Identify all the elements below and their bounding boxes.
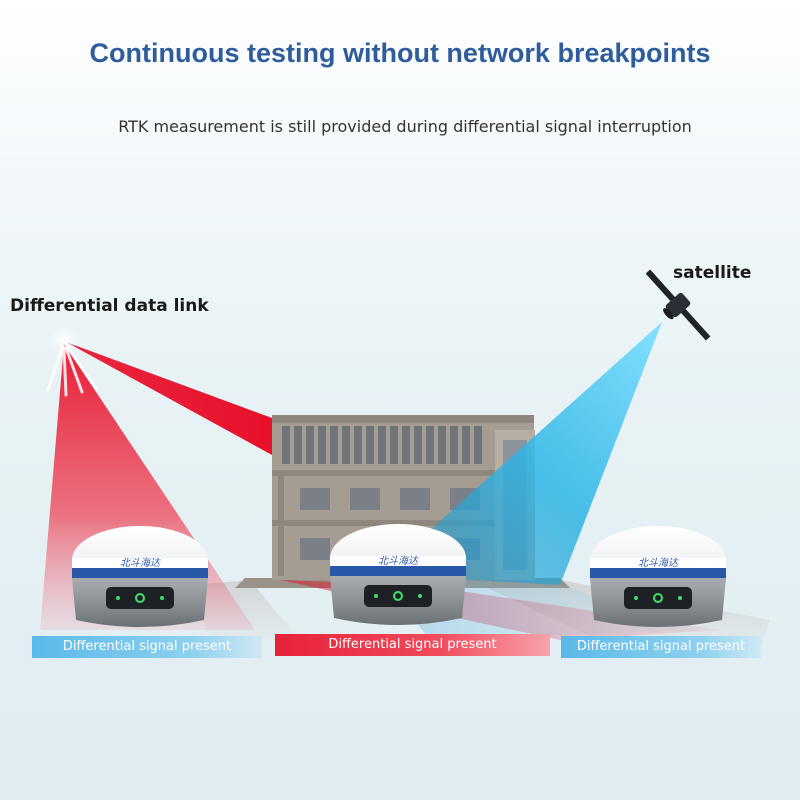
receiver-brand-logo: 北斗海达 <box>378 555 420 567</box>
page-subtitle: RTK measurement is still provided during… <box>118 117 692 136</box>
receiver-brand-logo: 北斗海达 <box>638 557 680 569</box>
gnss-receiver <box>330 524 466 625</box>
page-title: Continuous testing without network break… <box>89 38 711 68</box>
satellite-signal-beam <box>380 322 662 585</box>
satellite-icon <box>645 269 711 341</box>
gnss-receiver <box>590 526 726 627</box>
satellite-label: satellite <box>673 263 752 283</box>
gnss-receiver <box>72 526 208 627</box>
status-bar-right: Differential signal present <box>561 636 761 658</box>
status-bar-left: Differential signal present <box>32 636 262 658</box>
data-link-label: Differential data link <box>10 296 209 316</box>
receiver-brand-logo: 北斗海达 <box>120 557 162 569</box>
status-bar-center: Differential signal present <box>275 634 550 656</box>
